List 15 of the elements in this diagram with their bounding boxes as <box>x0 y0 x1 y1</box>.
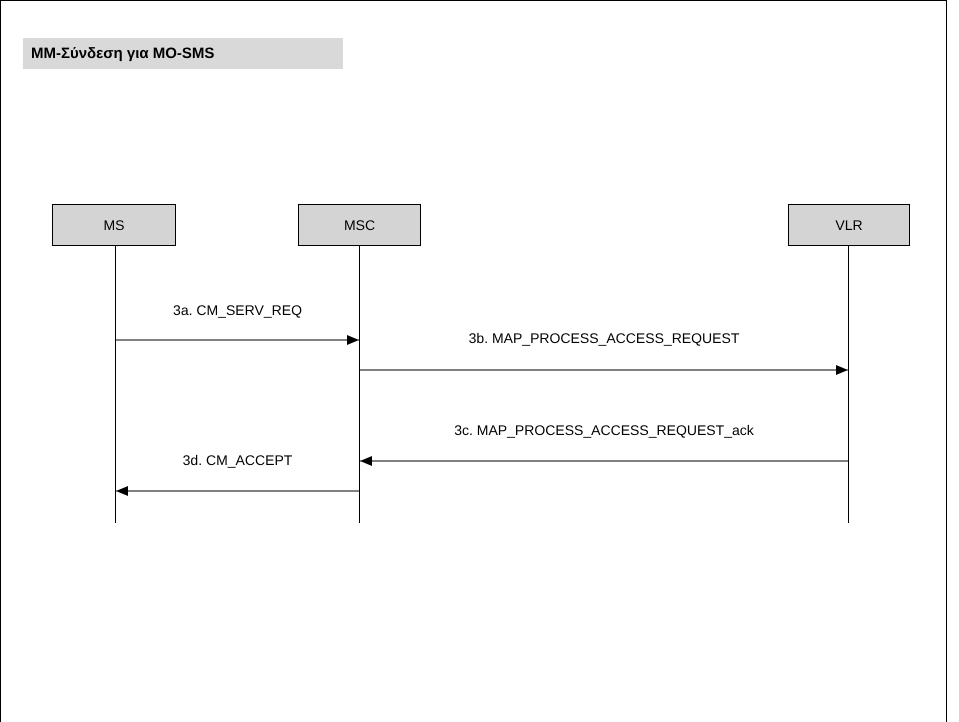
message-label: 3d. CM_ACCEPT <box>180 452 294 468</box>
participant-box: MSC <box>298 204 421 246</box>
participant-box: VLR <box>788 204 910 246</box>
lifeline <box>359 246 360 523</box>
lifeline <box>115 246 116 523</box>
message-label: 3c. MAP_PROCESS_ACCESS_REQUEST_ack <box>452 422 756 438</box>
lifeline <box>848 246 849 523</box>
message-arrow <box>116 335 360 345</box>
diagram-title: MM-Σύνδεση για MO-SMS <box>23 38 343 69</box>
message-label: 3b. MAP_PROCESS_ACCESS_REQUEST <box>466 330 742 346</box>
message-arrow <box>116 486 360 496</box>
message-arrow <box>360 365 848 375</box>
message-label: 3a. CM_SERV_REQ <box>171 302 304 318</box>
message-arrow <box>360 456 848 466</box>
participant-box: MS <box>52 204 176 246</box>
